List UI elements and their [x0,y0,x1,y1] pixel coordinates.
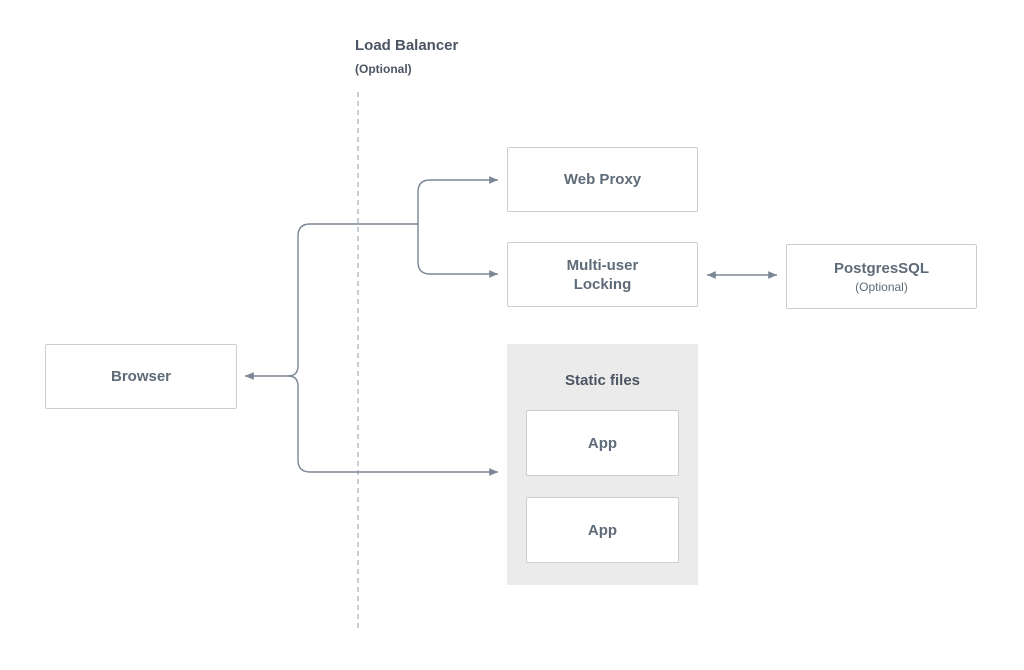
app-2-label: App [587,521,618,539]
browser-node: Browser [45,344,237,409]
multi-user-locking-node: Multi-user Locking [507,242,698,307]
app-node-1: App [526,410,679,476]
connector-static-files [287,375,498,476]
postgres-label: PostgresSQL [833,259,930,277]
connector-trunk-upper [287,223,418,377]
postgres-subtitle: (Optional) [855,279,908,294]
connector-locking [417,224,498,278]
app-1-label: App [587,434,618,452]
connector-web-proxy [417,176,498,224]
locking-label-line1: Multi-user [566,256,639,274]
load-balancer-subtitle: (Optional) [355,62,412,76]
web-proxy-node: Web Proxy [507,147,698,212]
load-balancer-title: Load Balancer [355,37,459,54]
static-files-title: Static files [564,372,641,389]
app-node-2: App [526,497,679,563]
locking-label-line2: Locking [573,275,632,293]
postgres-node: PostgresSQL (Optional) [786,244,977,309]
browser-label: Browser [110,368,172,385]
web-proxy-label: Web Proxy [563,171,642,188]
